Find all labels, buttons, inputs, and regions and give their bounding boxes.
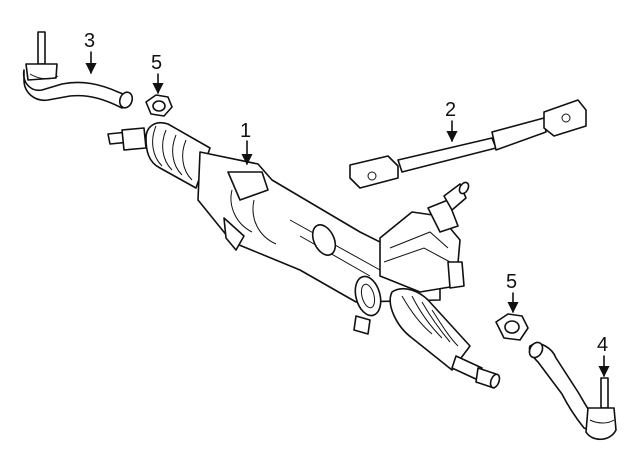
leader-arrows	[85, 51, 610, 378]
callout-rack-and-pinion: 1	[240, 120, 251, 142]
callout-intermediate-shaft: 2	[445, 99, 456, 121]
nut-left	[145, 94, 173, 117]
callout-outer-tie-rod-left: 3	[84, 30, 95, 52]
outer-tie-rod-right	[528, 341, 617, 441]
intermediate-shaft	[349, 99, 587, 189]
callout-outer-tie-rod-right: 4	[597, 334, 608, 356]
rack-and-pinion-assembly	[107, 122, 501, 389]
callout-nut-left: 5	[151, 52, 162, 74]
outer-tie-rod-left	[22, 31, 134, 109]
callout-nut-right: 5	[506, 271, 517, 293]
nut-right	[495, 313, 529, 341]
callout-labels: 3 5 1 2 5 4	[84, 30, 608, 356]
